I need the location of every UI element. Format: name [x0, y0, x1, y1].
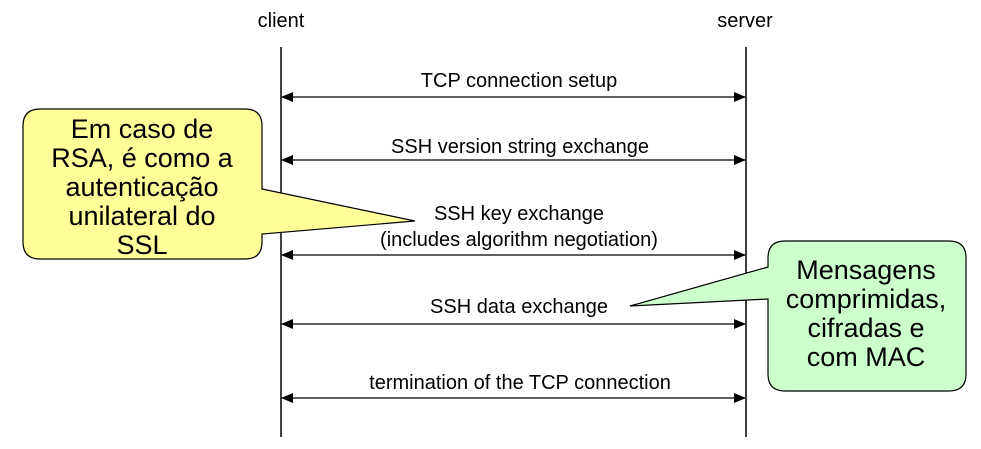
message-label-key-exchange-note: (includes algorithm negotiation) — [380, 229, 658, 251]
callout-left-line-1: Em caso de — [71, 114, 214, 144]
callout-right-line-4: com MAC — [807, 342, 926, 372]
callout-right-line-1: Mensagens — [796, 255, 936, 285]
callout-right-line-2: comprimidas, — [786, 284, 947, 314]
message-label-version-exchange: SSH version string exchange — [391, 136, 649, 158]
callout-right-line-3: cifradas e — [807, 313, 924, 343]
message-label-termination: termination of the TCP connection — [369, 372, 671, 394]
message-label-key-exchange: SSH key exchange — [434, 203, 604, 225]
message-label-tcp-setup: TCP connection setup — [421, 70, 617, 92]
callout-left-line-5: SSL — [116, 230, 167, 260]
server-label: server — [717, 10, 773, 32]
callout-left-line-2: RSA, é como a — [51, 143, 234, 173]
callout-right-shape — [629, 240, 967, 392]
callout-left-line-4: unilateral do — [68, 201, 215, 231]
message-label-data-exchange: SSH data exchange — [430, 296, 608, 318]
callout-left-shape — [22, 108, 416, 260]
callout-left-line-3: autenticação — [65, 172, 218, 202]
client-label: client — [258, 10, 305, 32]
